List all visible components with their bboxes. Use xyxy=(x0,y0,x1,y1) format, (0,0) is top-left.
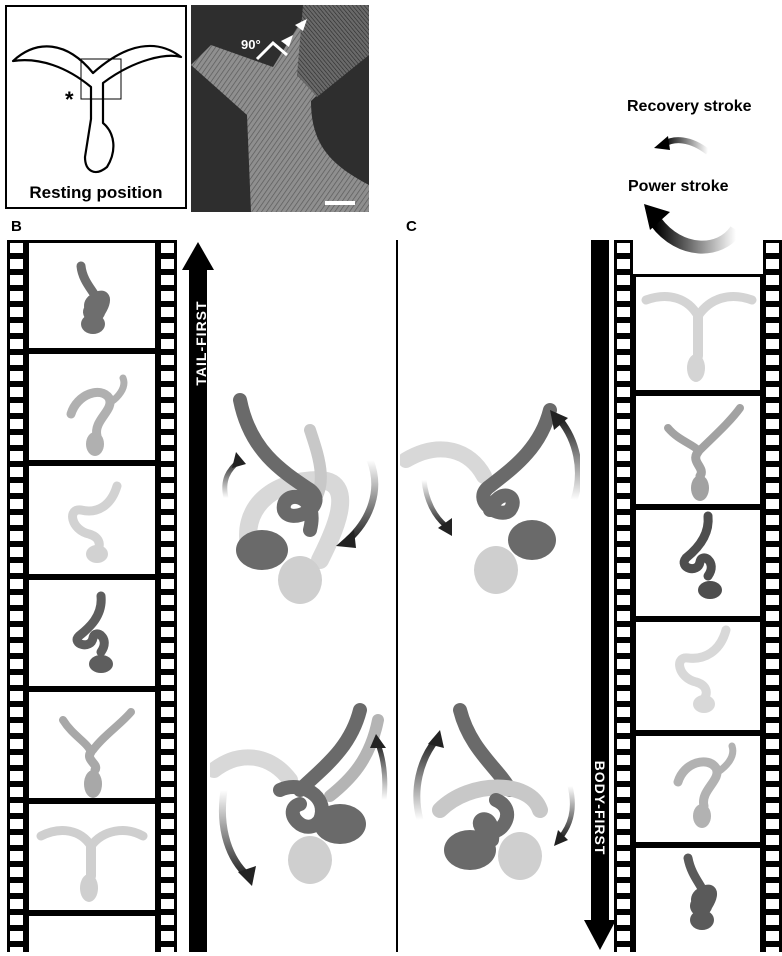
frame-b3-figure xyxy=(73,486,117,563)
frame-b6-figure xyxy=(41,831,143,902)
resting-position-panel: * Resting position xyxy=(5,5,187,209)
frame-c4-figure xyxy=(680,630,726,713)
resting-outline-drawing xyxy=(7,11,185,183)
frame-c1-figure xyxy=(646,297,752,382)
film-strip-c xyxy=(614,240,782,952)
frame-c5-figure xyxy=(678,746,733,828)
asterisk-mark: * xyxy=(65,87,74,113)
recovery-stroke-label: Recovery stroke xyxy=(627,98,752,116)
tail-first-label: TAIL-FIRST xyxy=(193,288,209,398)
film-b-frames xyxy=(31,246,151,946)
body-first-composite-top xyxy=(400,390,580,610)
power-stroke-label: Power stroke xyxy=(628,178,728,196)
scale-bar xyxy=(325,201,355,205)
tail-first-composite-top xyxy=(210,390,390,610)
film-c-frames xyxy=(638,276,758,956)
frame-b5-figure xyxy=(63,712,131,798)
panel-b-letter: B xyxy=(11,218,22,235)
sem-micrograph: 90° xyxy=(191,5,369,212)
frame-c6-figure xyxy=(688,858,714,930)
panel-divider xyxy=(396,240,398,952)
frame-b1-figure xyxy=(81,266,106,334)
body-first-label: BODY-FIRST xyxy=(592,753,608,863)
frame-c2-figure xyxy=(668,408,740,501)
frame-b2-figure xyxy=(71,378,124,456)
angle-label: 90° xyxy=(241,37,261,52)
frame-b4-figure xyxy=(77,596,113,673)
frame-c3-figure xyxy=(684,516,722,599)
recovery-stroke-arrow-icon xyxy=(650,132,710,162)
body-first-composite-bottom xyxy=(400,690,580,890)
panel-c-letter: C xyxy=(406,218,417,235)
resting-position-caption: Resting position xyxy=(7,183,185,203)
tail-first-composite-bottom xyxy=(210,700,390,900)
film-strip-b xyxy=(7,240,177,952)
